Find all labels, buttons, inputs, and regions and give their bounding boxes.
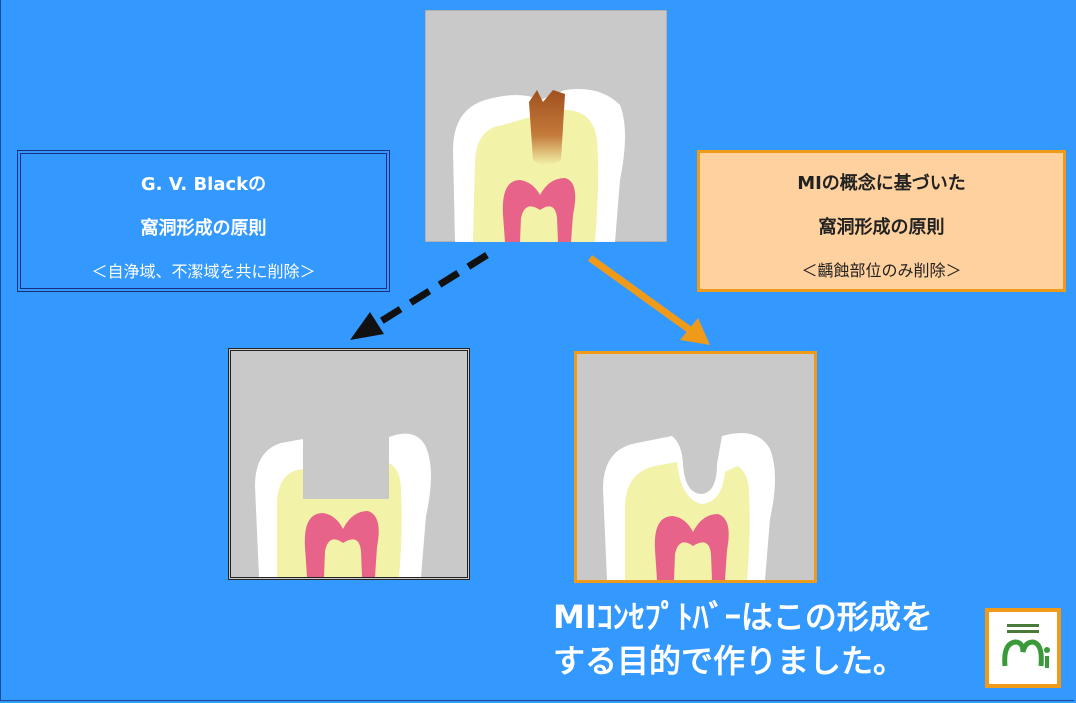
gv-black-result-panel (228, 348, 470, 580)
mi-tooth-illustration (577, 354, 814, 580)
caption-line-1: MIｺﾝｾﾌﾟﾄﾊﾞｰはこの形成を (553, 598, 933, 636)
mi-logo-icon (1002, 624, 1050, 668)
decayed-tooth-panel (425, 10, 667, 242)
mi-concept-title: MIの概念に基づいた (797, 173, 966, 194)
decayed-tooth-illustration (425, 10, 667, 242)
gv-black-note: ＜自浄域、不潔域を共に削除＞ (91, 262, 316, 281)
gv-black-title: G. V. Blackの (140, 174, 267, 195)
gv-black-tooth-illustration (231, 351, 467, 577)
mi-logo (985, 608, 1061, 688)
mi-concept-subtitle: 窩洞形成の原則 (818, 217, 945, 238)
mi-result-panel (574, 351, 817, 583)
mi-concept-note: ＜齲蝕部位のみ削除＞ (801, 261, 962, 280)
mi-concept-principle-box: MIの概念に基づいた 窩洞形成の原則 ＜齲蝕部位のみ削除＞ (697, 150, 1066, 292)
gv-black-principle-box: G. V. Blackの 窩洞形成の原則 ＜自浄域、不潔域を共に削除＞ (17, 150, 390, 292)
mi-concept-bur-caption: MIｺﾝｾﾌﾟﾄﾊﾞｰはこの形成を する目的で作りました。 (553, 595, 983, 683)
caption-line-2: する目的で作りました。 (553, 642, 906, 680)
gv-black-subtitle: 窩洞形成の原則 (140, 218, 267, 239)
